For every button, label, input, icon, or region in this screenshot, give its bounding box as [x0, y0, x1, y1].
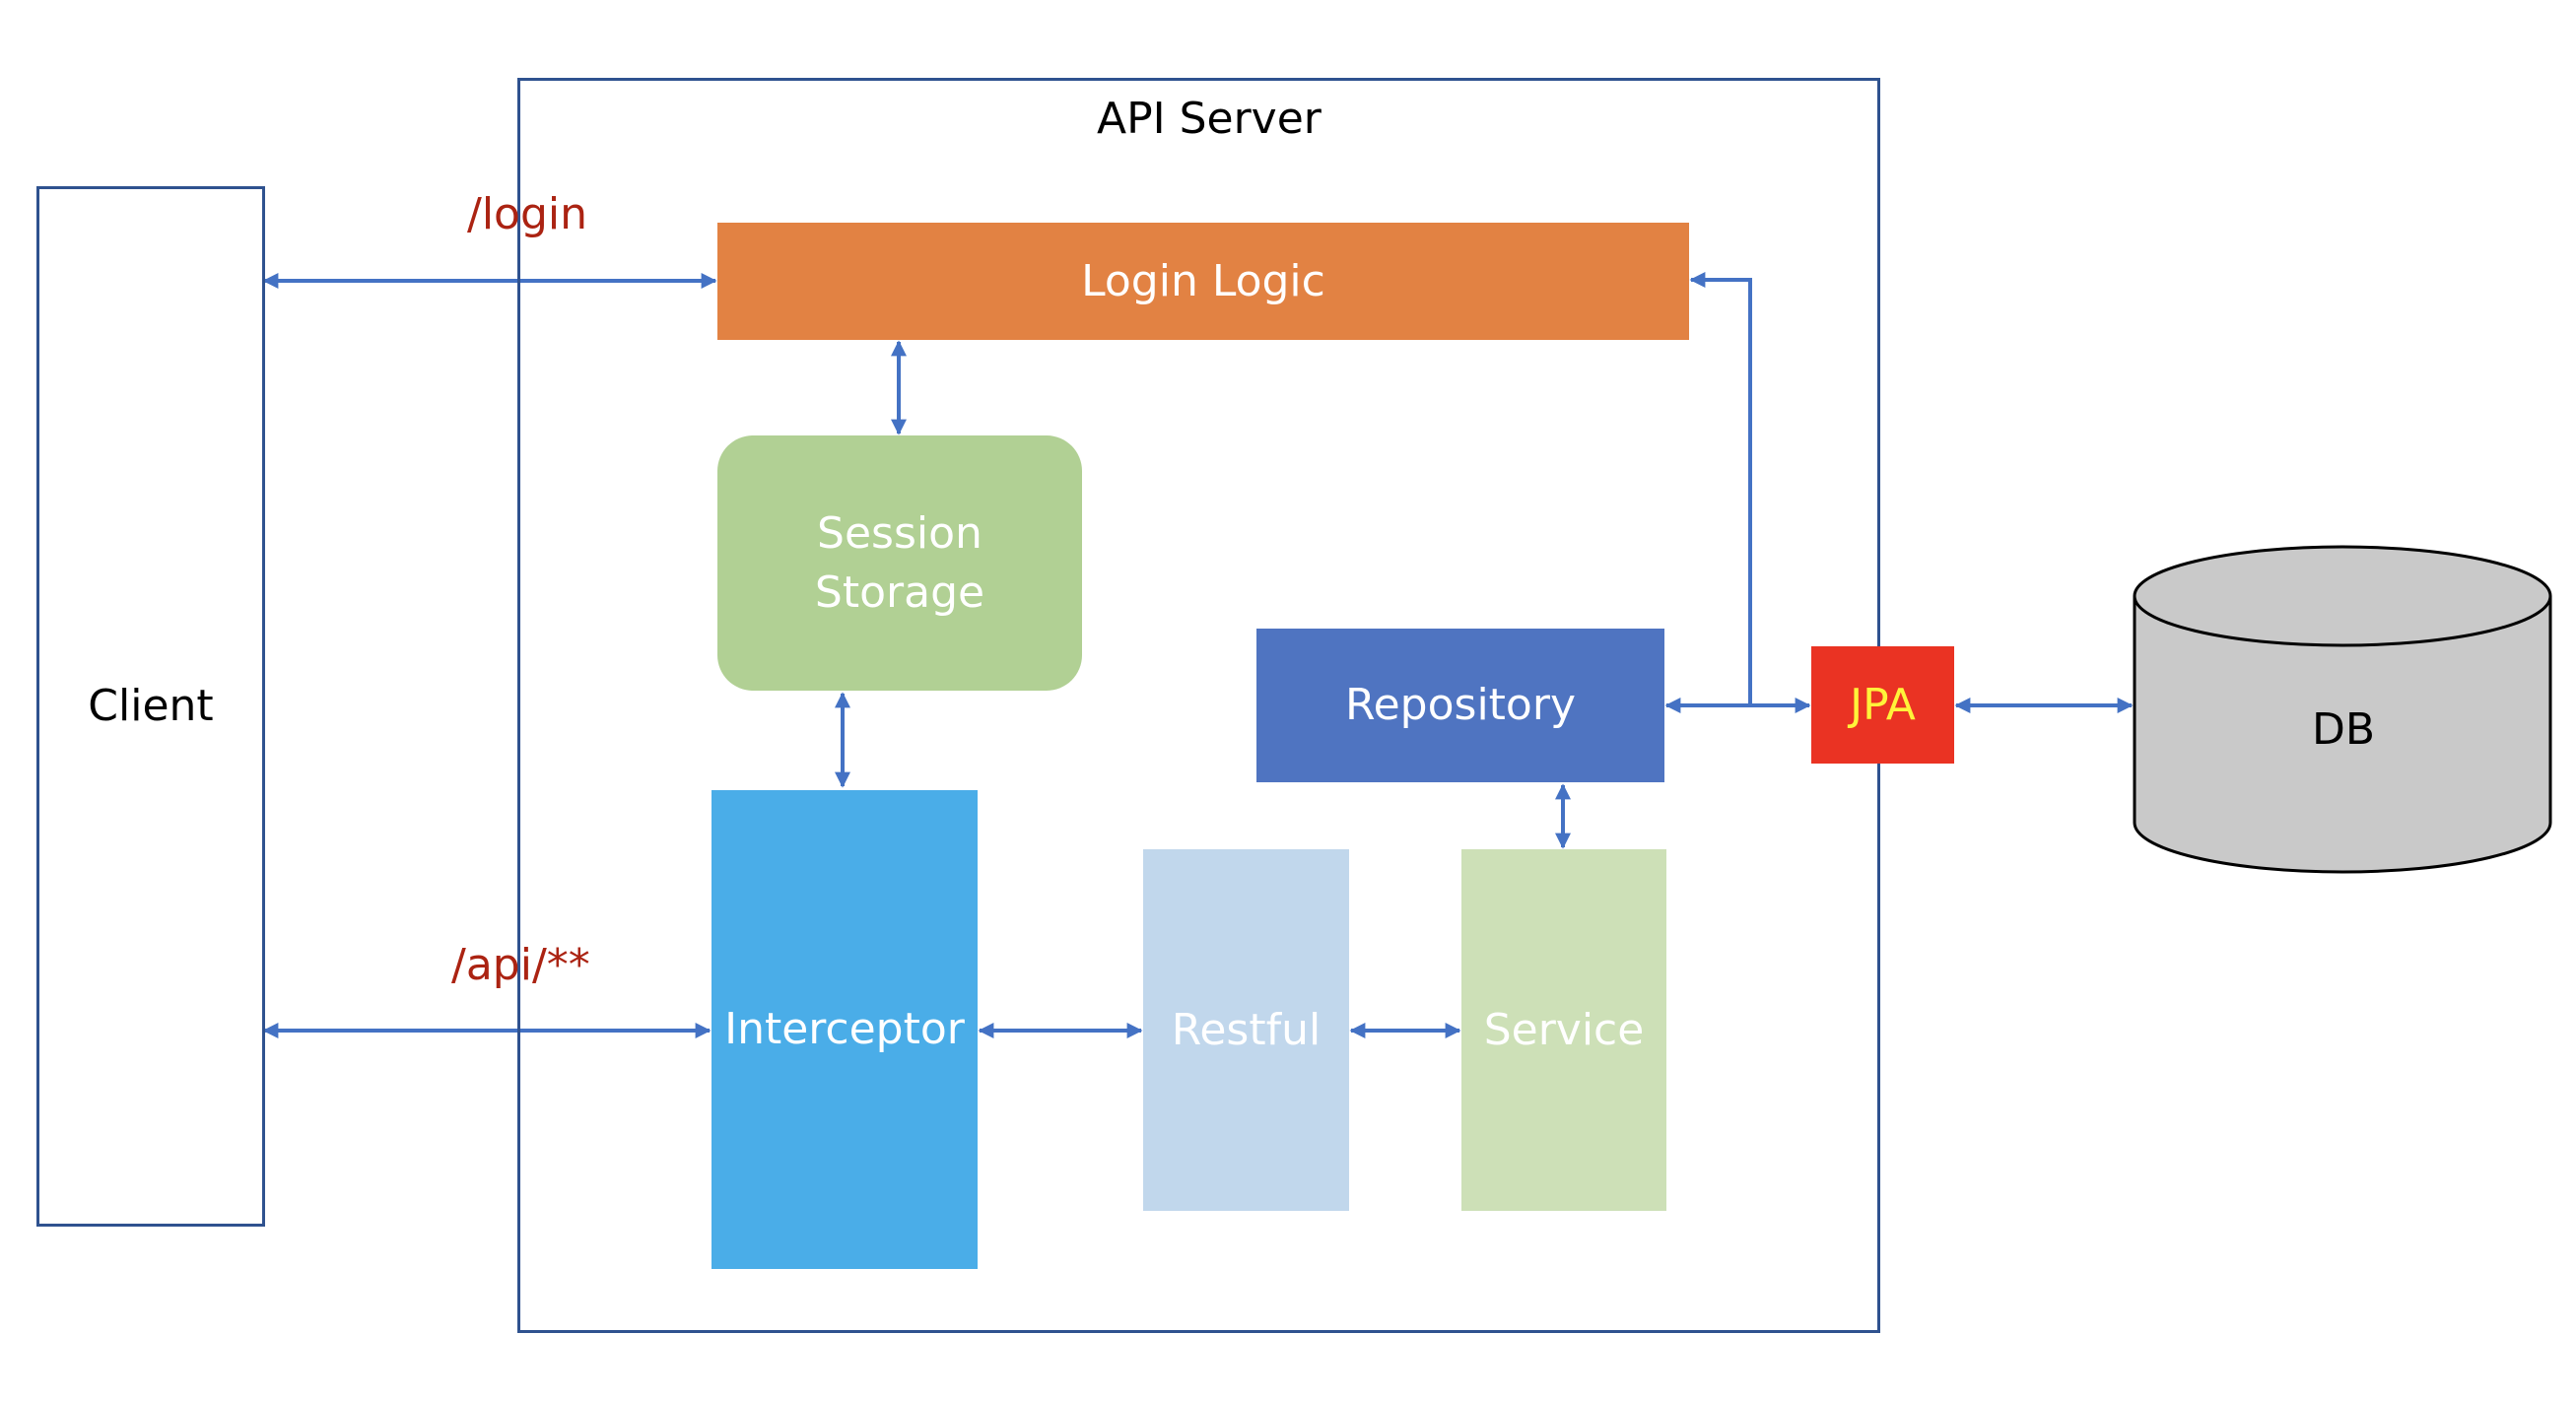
session-storage-label-line2: Storage: [814, 567, 985, 618]
jpa-box: JPA: [1811, 646, 1954, 764]
db-cylinder: [2133, 545, 2552, 874]
db-cylinder-body: [2133, 596, 2552, 874]
api-server-title: API Server: [1097, 94, 1322, 144]
session-storage-label-line1: Session: [817, 508, 983, 560]
interceptor-label: Interceptor: [724, 1004, 965, 1055]
restful-box: Restful: [1143, 849, 1349, 1211]
repository-box: Repository: [1256, 629, 1664, 782]
client-box: Client: [36, 186, 265, 1227]
service-box: Service: [1461, 849, 1666, 1211]
arrow-jpa-login-logic: [1689, 272, 1809, 707]
route-api-label: /api/**: [451, 940, 590, 990]
login-logic-label: Login Logic: [1081, 255, 1325, 306]
login-logic-box: Login Logic: [717, 223, 1689, 340]
route-login-label: /login: [467, 189, 588, 239]
jpa-label: JPA: [1850, 679, 1916, 730]
db-cylinder-top: [2133, 545, 2552, 647]
service-label: Service: [1483, 1004, 1645, 1055]
interceptor-box: Interceptor: [712, 790, 978, 1269]
session-storage-box: Session Storage: [717, 435, 1082, 691]
restful-label: Restful: [1171, 1004, 1322, 1055]
repository-label: Repository: [1345, 680, 1576, 731]
client-label: Client: [88, 681, 214, 732]
db-label: DB: [2312, 704, 2376, 755]
